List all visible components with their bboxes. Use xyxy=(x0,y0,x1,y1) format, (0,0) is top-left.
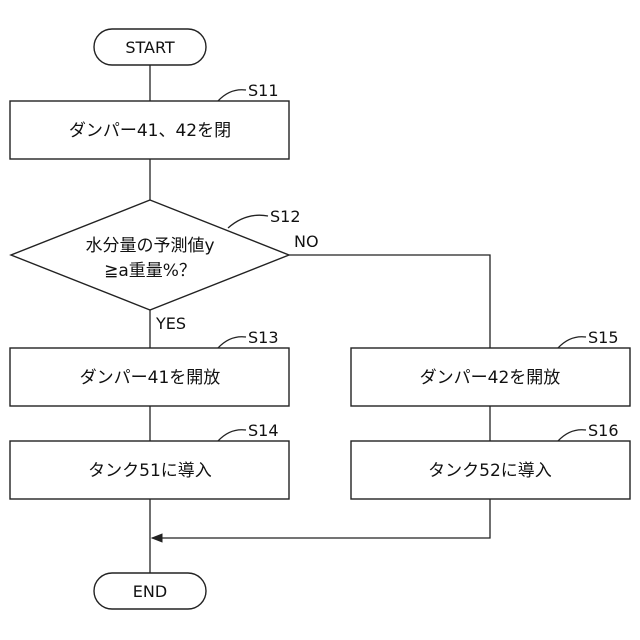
decision-s12-line2: ≧a重量%？ xyxy=(104,261,196,281)
step-s15-text: ダンパー42を開放 xyxy=(420,368,561,388)
decision-no-label: NO xyxy=(294,232,319,251)
step-s13-text: ダンパー41を開放 xyxy=(80,368,221,388)
step-s13-id: S13 xyxy=(248,328,279,347)
start-terminal: START xyxy=(94,29,206,65)
decision-s12-line1: 水分量の予測値y xyxy=(85,236,214,256)
step-s15-leader xyxy=(558,337,586,348)
end-terminal: END xyxy=(94,573,206,609)
decision-s12: 水分量の予測値y ≧a重量%？ S12 NO YES xyxy=(11,200,319,333)
step-s14-leader xyxy=(218,430,246,441)
connector-s16-merge xyxy=(152,499,490,538)
step-s15-id: S15 xyxy=(588,328,619,347)
step-s16-leader xyxy=(558,430,586,441)
step-s16-text: タンク52に導入 xyxy=(428,461,552,481)
decision-yes-label: YES xyxy=(155,314,186,333)
step-s14-text: タンク51に導入 xyxy=(88,461,212,481)
step-s11-text: ダンパー41、42を閉 xyxy=(69,121,231,141)
decision-s12-id: S12 xyxy=(270,207,301,226)
step-s14-id: S14 xyxy=(248,421,279,440)
step-s13-leader xyxy=(218,337,246,348)
end-label: END xyxy=(133,582,167,601)
step-s11-leader xyxy=(218,90,246,101)
start-label: START xyxy=(125,38,175,57)
step-s11-id: S11 xyxy=(248,81,279,100)
step-s16-id: S16 xyxy=(588,421,619,440)
connector-s12-s15-no xyxy=(289,255,490,348)
decision-s12-leader xyxy=(228,215,268,228)
